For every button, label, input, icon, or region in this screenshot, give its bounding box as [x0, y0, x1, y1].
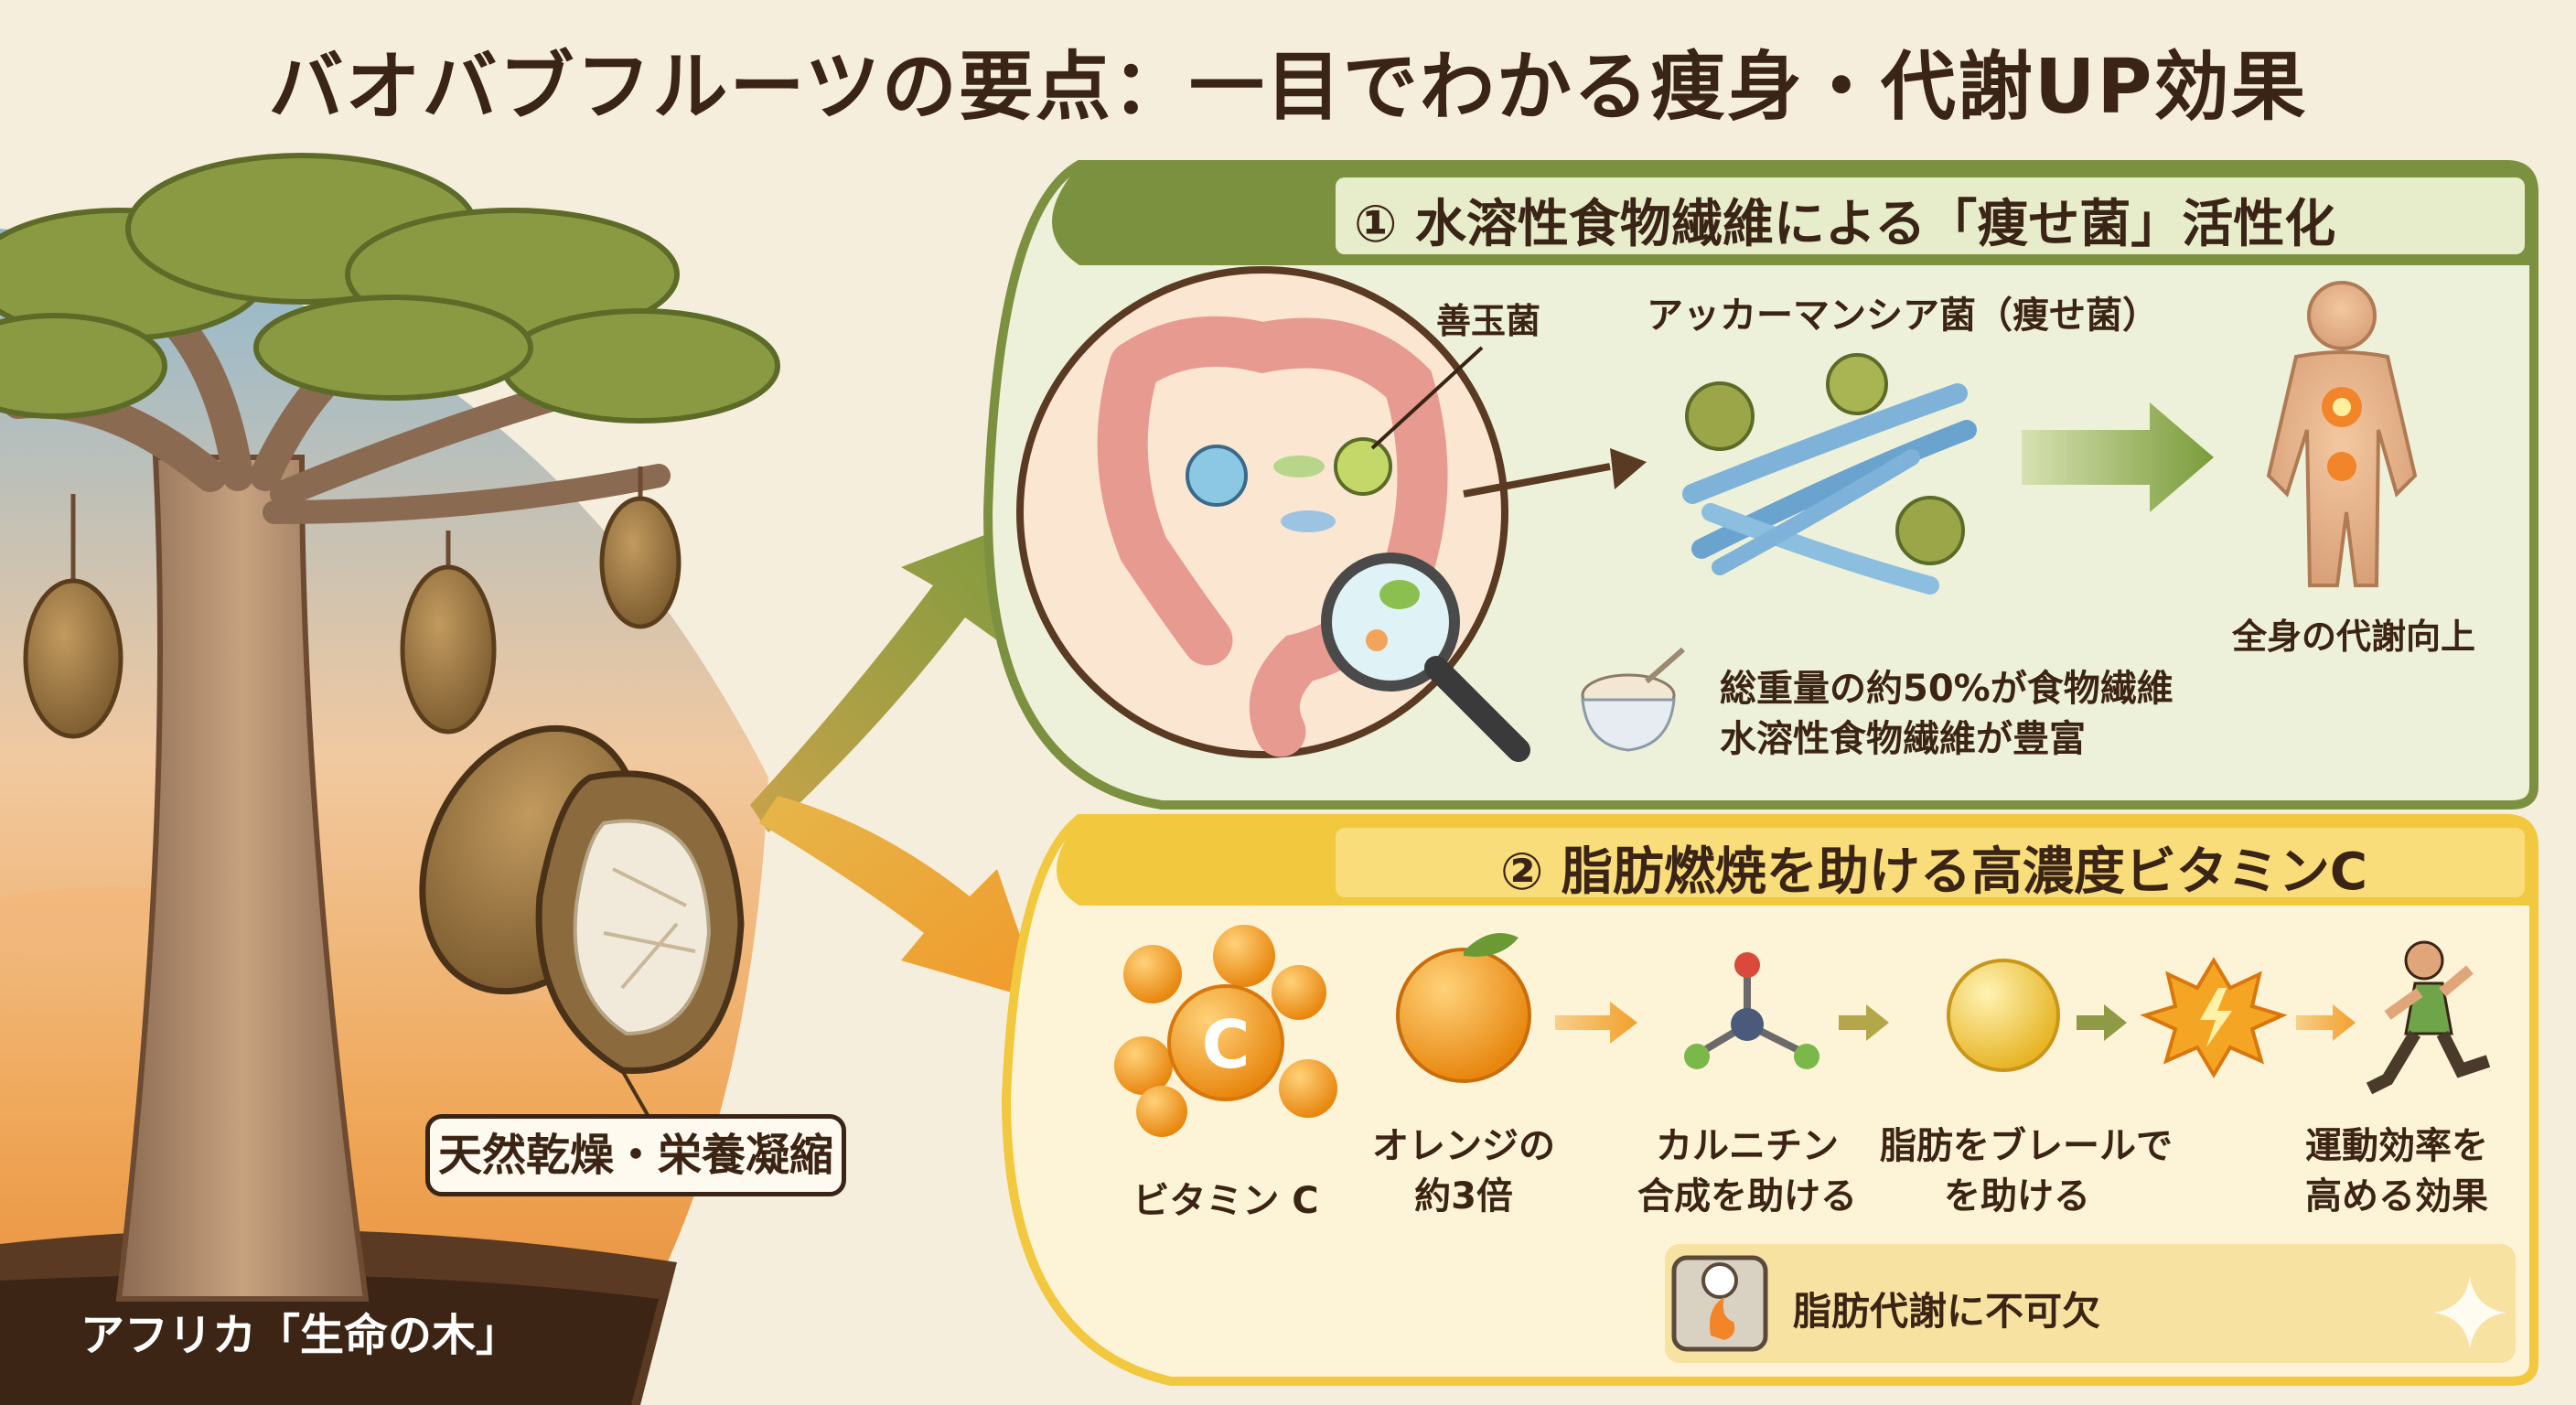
bacteria-olive	[1685, 381, 1755, 451]
good-bacteria-label: 善玉菌	[1436, 301, 1541, 341]
bacteria-blue	[1186, 445, 1248, 507]
arrow-to-panel1	[750, 521, 1020, 832]
left-badge: 天然乾燥・栄養凝縮	[425, 1114, 846, 1196]
fat-label-1: 脂肪をブレールで	[1880, 1125, 2173, 1167]
akkermansia-label: アッカーマンシア菌（痩せ菌）	[1647, 295, 2159, 337]
arrow-to-body	[2022, 402, 2214, 512]
exercise-label-2: 高める効果	[2305, 1175, 2488, 1217]
hanging-pod	[599, 496, 682, 629]
panel1-title-bg	[1336, 177, 2525, 254]
process-arrows	[1555, 1002, 2356, 1044]
carnitine-label-1: カルニチン	[1656, 1125, 1839, 1167]
bacteria-green	[1334, 437, 1392, 496]
vitamin-c-label: ビタミン C	[1132, 1180, 1319, 1222]
panel2-footer: 脂肪代謝に不可欠	[1793, 1289, 2101, 1334]
branch	[263, 464, 671, 524]
ground-dark	[0, 1274, 659, 1405]
body-metabolism-label: 全身の代謝向上	[2232, 617, 2476, 657]
panel1-title: ① 水溶性食物繊維による「痩せ菌」活性化	[1354, 195, 2336, 254]
panel2-footer-bg	[1665, 1244, 2516, 1363]
fiber-bowl	[1581, 647, 1685, 752]
vitamin-c-main	[1167, 984, 1284, 1101]
left-caption: アフリカ「生命の木」	[80, 1310, 521, 1361]
vitamin-c-bubbles	[1114, 925, 1337, 1137]
hanging-pod	[400, 564, 497, 735]
bacteria-olive	[1895, 496, 1965, 565]
baobab-fruit-open	[419, 724, 745, 1075]
sparkle-decoration	[2433, 1276, 2506, 1349]
akkermansia-cluster	[1682, 353, 1977, 595]
fiber-line-1: 総重量の約50%が食物繊維	[1720, 668, 2174, 710]
fat-cell	[1947, 959, 2060, 1072]
canopy	[0, 153, 780, 424]
arrow-to-panel2	[759, 796, 1043, 1002]
fiber-line-2: 水溶性食物繊維が豊富	[1720, 718, 2086, 760]
orange-fruit	[1396, 948, 1531, 1083]
hanging-pods	[23, 467, 682, 739]
runner-figure	[2366, 940, 2491, 1095]
orange-label-2: 約3倍	[1414, 1175, 1513, 1217]
carnitine-molecule	[1684, 952, 1819, 1069]
branch	[270, 380, 581, 508]
intestine	[1109, 316, 1448, 757]
page-title: バオバブフルーツの要点：一目でわかる痩身・代謝UP効果	[268, 44, 2308, 131]
scale-icon	[1671, 1255, 1768, 1352]
panel2-frame	[1001, 814, 2538, 1386]
carnitine-label-2: 合成を助ける	[1637, 1175, 1857, 1217]
fat-label-2: を助ける	[1944, 1175, 2090, 1217]
body-figure	[2266, 281, 2418, 587]
vitamin-c-bubble-letter: C	[1201, 1006, 1250, 1083]
exercise-label-1: 運動効率を	[2305, 1125, 2488, 1167]
panel2-title-bg	[1336, 828, 2525, 897]
magnifier-handle	[1424, 656, 1530, 762]
bacteria-olive	[1826, 353, 1888, 415]
hanging-pod	[23, 578, 123, 739]
magnifier-lens	[1321, 552, 1460, 692]
orange-label-1: オレンジの	[1372, 1125, 1555, 1167]
panel2-title: ② 脂肪燃焼を助ける高濃度ビタミンC	[1500, 842, 2368, 902]
baobab-trunk	[115, 455, 370, 1302]
